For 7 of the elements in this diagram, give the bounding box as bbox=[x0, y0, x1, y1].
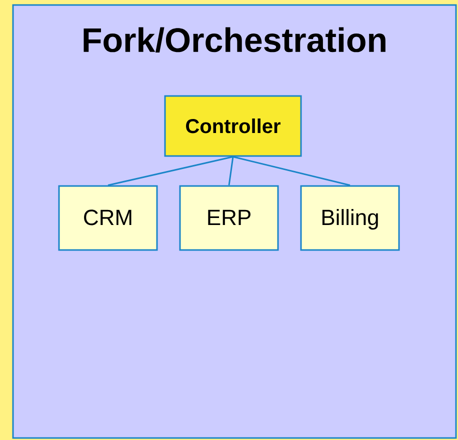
connector-line bbox=[232, 156, 350, 186]
controller-box: Controller bbox=[164, 95, 302, 157]
connector-line bbox=[228, 156, 234, 186]
system-box: ERP bbox=[179, 185, 279, 251]
connector-line bbox=[108, 156, 234, 186]
system-box: Billing bbox=[300, 185, 400, 251]
system-box: CRM bbox=[58, 185, 158, 251]
